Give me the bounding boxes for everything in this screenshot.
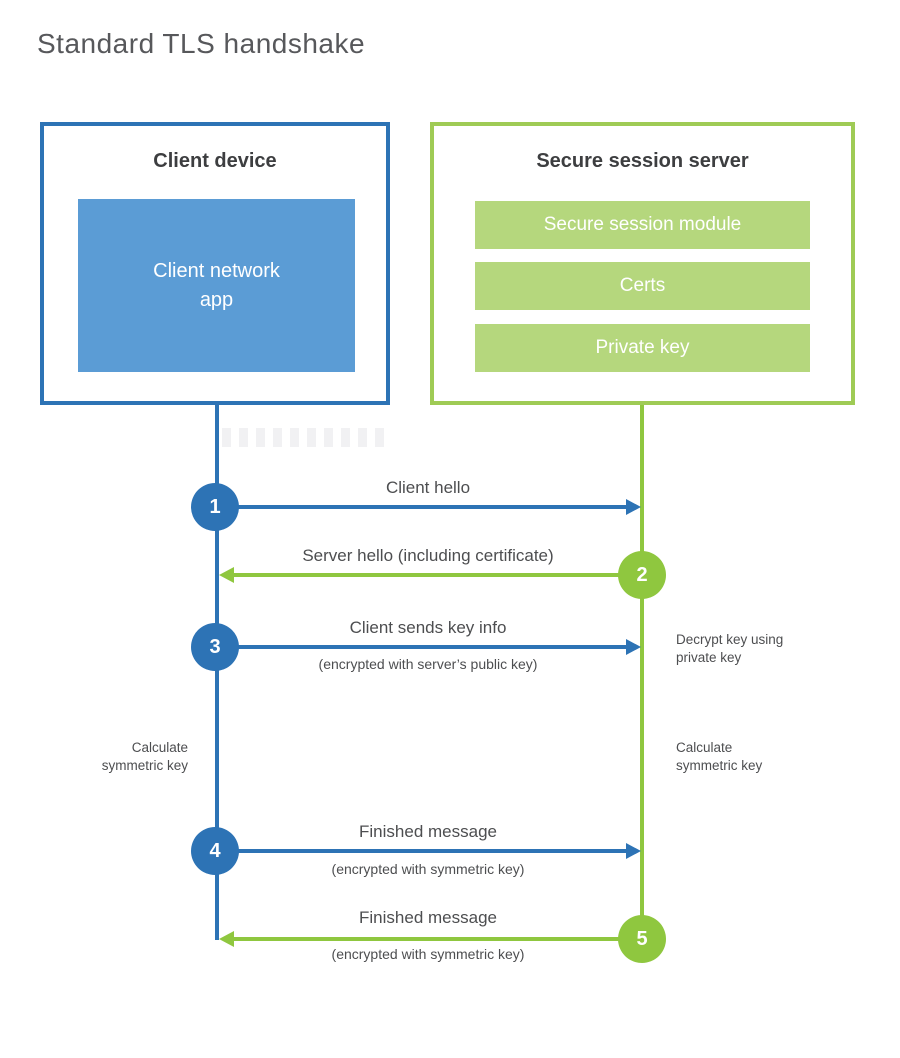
step5-arrow-line — [233, 937, 640, 941]
step3-label: Client sends key info — [349, 618, 507, 637]
step2-circle: 2 — [618, 551, 666, 599]
step1-arrowhead-icon — [626, 499, 641, 515]
step5-label: Finished message — [359, 908, 497, 927]
calculate-symmetric-key-note-right: Calculate symmetric key — [676, 740, 763, 773]
page-title: Standard TLS handshake — [37, 28, 366, 59]
step2-label: Server hello (including certificate) — [302, 546, 554, 565]
step4-label: Finished message — [359, 822, 497, 841]
step2-arrowhead-icon — [219, 567, 234, 583]
server-module-secure-session: Secure session module — [475, 201, 810, 249]
step5-circle: 5 — [618, 915, 666, 963]
server-module-private-key: Private key — [475, 324, 810, 372]
step4-circle: 4 — [191, 827, 239, 875]
client-lifeline — [215, 405, 219, 940]
client-network-app-label: Client network app — [153, 259, 280, 311]
step4-arrow-line — [217, 849, 626, 853]
step4-arrowhead-icon — [626, 843, 641, 859]
client-device-title: Client device — [153, 150, 277, 172]
decrypt-key-note: Decrypt key using private key — [676, 632, 784, 665]
step5-sublabel: (encrypted with symmetric key) — [331, 946, 525, 962]
calculate-symmetric-key-note-left: Calculate symmetric key — [101, 740, 188, 773]
step3-arrowhead-icon — [626, 639, 641, 655]
server-lifeline — [640, 405, 644, 917]
step3-sublabel: (encrypted with server’s public key) — [318, 656, 538, 672]
step3-arrow-line — [217, 645, 626, 649]
secure-session-server-title: Secure session server — [536, 150, 749, 172]
step1-label: Client hello — [385, 478, 471, 497]
client-network-app-box: Client network app — [78, 199, 355, 372]
step1-arrow-line — [217, 505, 626, 509]
step1-circle: 1 — [191, 483, 239, 531]
secure-session-server-box: Secure session server Secure session mod… — [430, 122, 855, 405]
faint-watermark-artifact — [222, 428, 388, 447]
client-device-box: Client device Client network app — [40, 122, 390, 405]
server-module-certs: Certs — [475, 262, 810, 310]
step4-sublabel: (encrypted with symmetric key) — [331, 861, 525, 877]
step2-arrow-line — [233, 573, 640, 577]
step5-arrowhead-icon — [219, 931, 234, 947]
step3-circle: 3 — [191, 623, 239, 671]
